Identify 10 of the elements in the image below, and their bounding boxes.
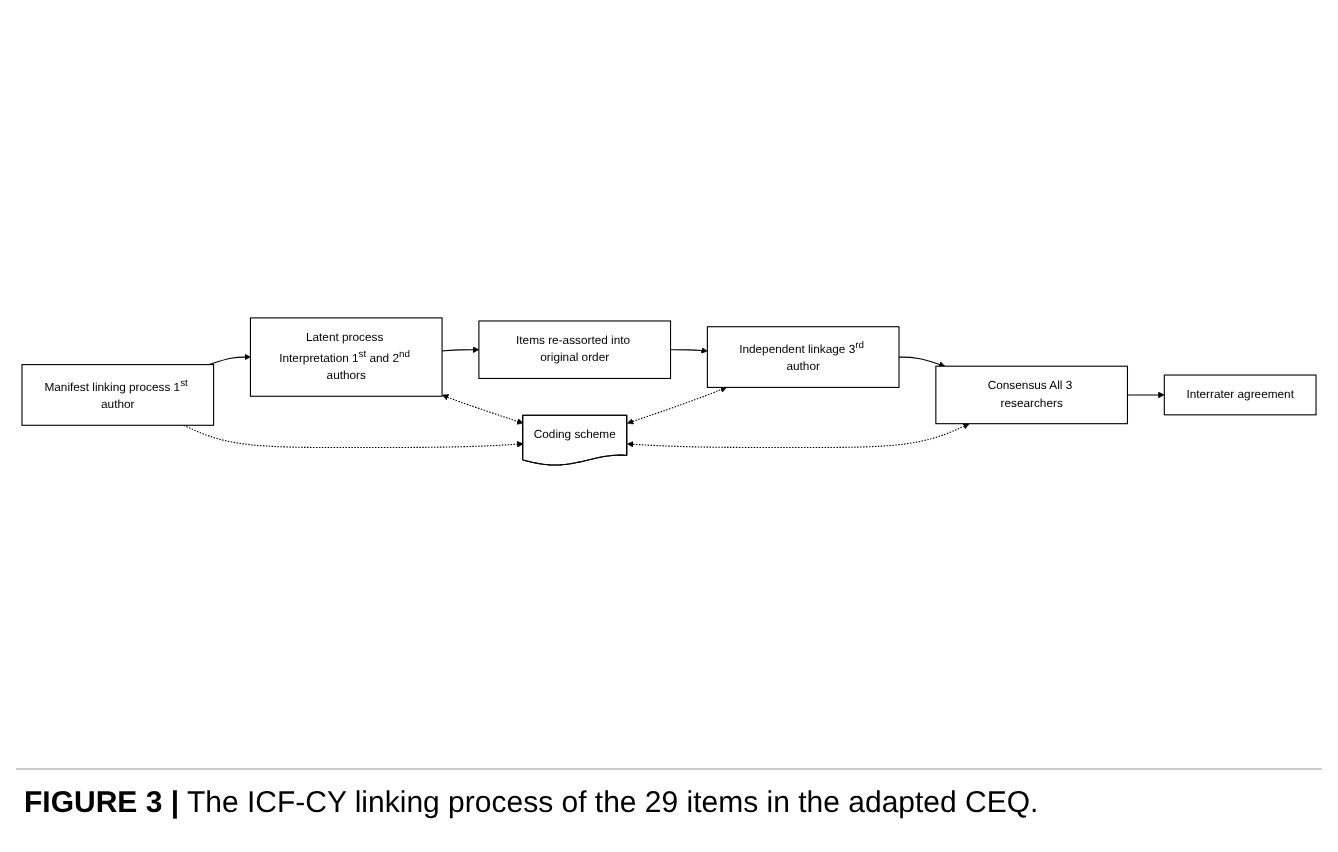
arrow	[898, 357, 946, 368]
arrow	[442, 394, 524, 426]
arrow	[627, 423, 970, 449]
arrow	[669, 347, 708, 355]
arrow	[183, 425, 524, 449]
arrow	[1126, 392, 1165, 399]
arrow	[208, 354, 251, 366]
arrow	[627, 387, 727, 425]
arrow	[441, 347, 480, 354]
figure-caption: FIGURE 3 | The ICF-CY linking process of the 29 items in the adapted CEQ.	[16, 768, 1322, 836]
